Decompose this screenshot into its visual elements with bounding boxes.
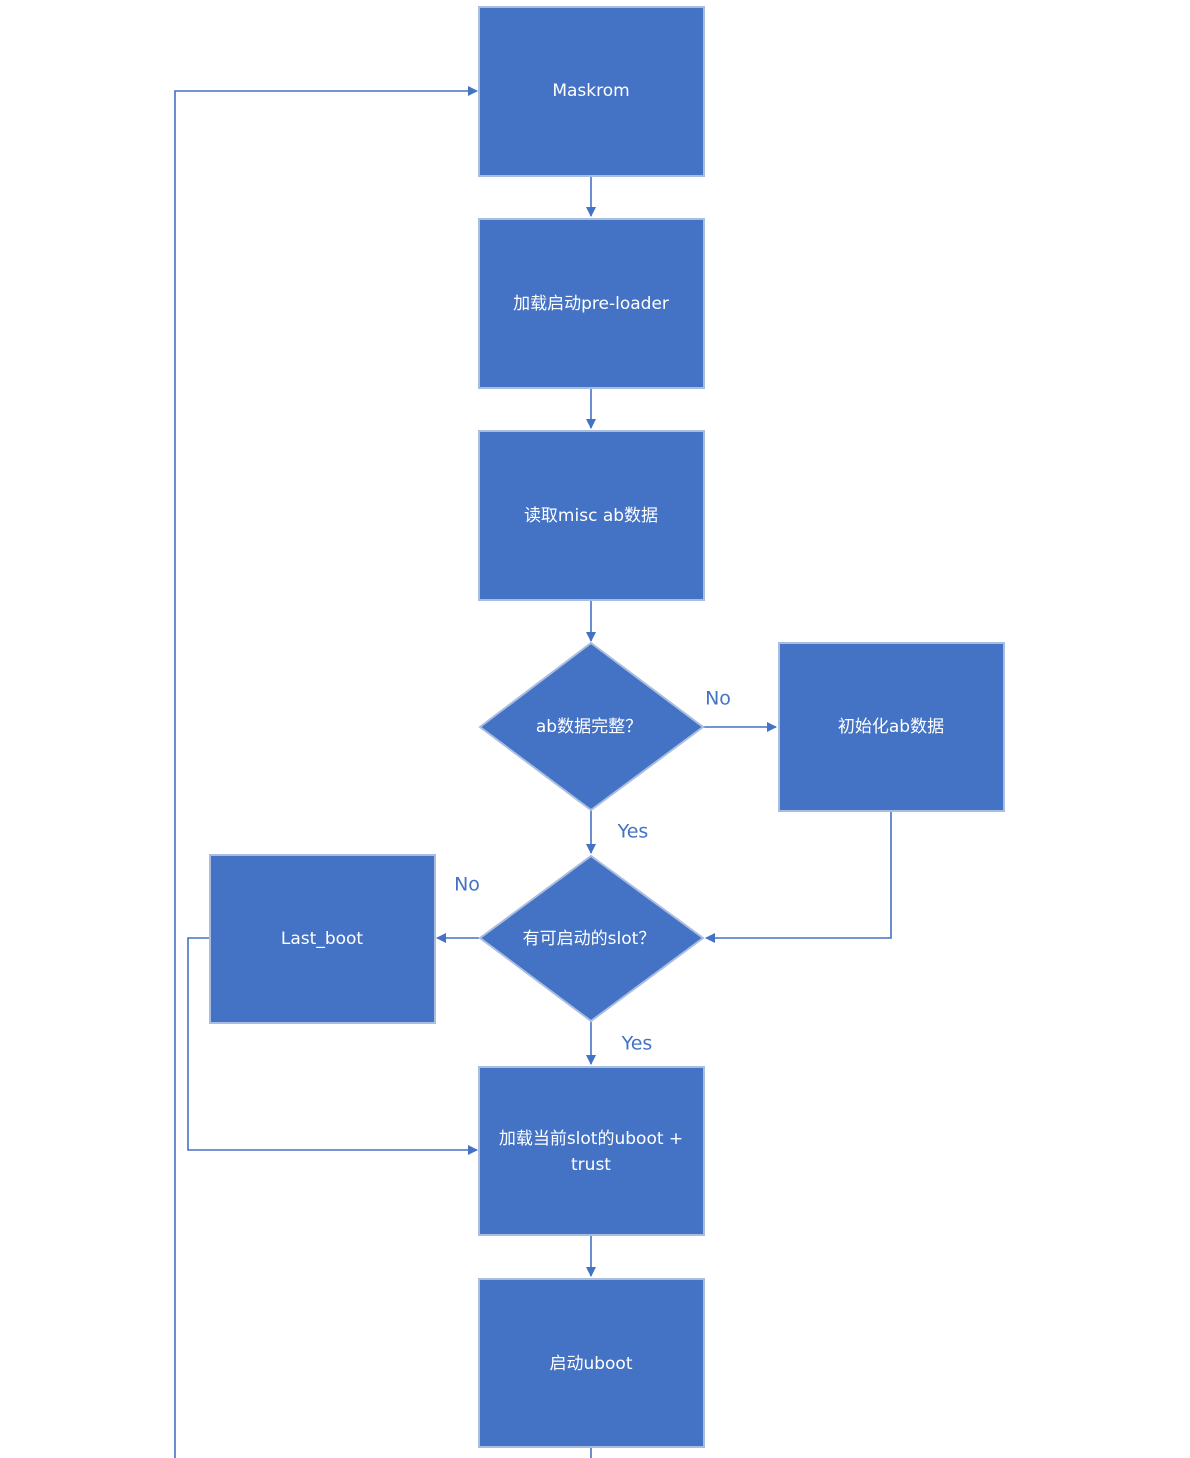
- node-load-preloader: 加载启动pre-loader: [478, 218, 705, 389]
- decision-ab-complete-label: ab数据完整？: [536, 717, 642, 737]
- node-maskrom: Maskrom: [478, 6, 705, 177]
- decision-bootable-slot-label: 有可启动的slot？: [523, 929, 656, 949]
- node-load-preloader-label: 加载启动pre-loader: [513, 294, 669, 314]
- edge-label-slot-yes: Yes: [621, 1033, 653, 1055]
- edge-label-ab-no: No: [705, 688, 731, 710]
- edge-labels: No Yes No Yes: [454, 688, 731, 1055]
- decision-bootable-slot: 有可启动的slot？: [478, 854, 705, 1023]
- node-start-uboot: 启动uboot: [478, 1278, 705, 1448]
- node-last-boot-label: Last_boot: [281, 929, 364, 949]
- connectors: [174, 86, 892, 1458]
- decision-ab-complete-shape: [478, 641, 705, 812]
- arrow-loop-back-to-maskrom: [174, 86, 478, 1458]
- node-start-uboot-label: 启动uboot: [549, 1354, 632, 1374]
- node-last-boot: Last_boot: [209, 854, 436, 1024]
- decision-ab-complete: ab数据完整？: [478, 641, 705, 812]
- node-load-uboot: 加载当前slot的uboot + trust: [478, 1066, 705, 1236]
- node-read-misc: 读取misc ab数据: [478, 430, 705, 601]
- node-maskrom-label: Maskrom: [552, 81, 629, 101]
- node-maskrom-shape: [478, 6, 705, 177]
- node-read-misc-shape: [478, 430, 705, 601]
- node-init-ab-shape: [778, 642, 1005, 812]
- node-load-preloader-shape: [478, 218, 705, 389]
- node-start-uboot-shape: [478, 1278, 705, 1448]
- arrow-last-boot-to-load-uboot: [187, 937, 478, 1155]
- edge-label-slot-no: No: [454, 874, 480, 896]
- arrow-init-to-slot-decision: [705, 811, 892, 943]
- edge-label-ab-yes: Yes: [617, 821, 649, 843]
- decision-bootable-slot-shape: [478, 854, 705, 1023]
- node-read-misc-label: 读取misc ab数据: [524, 506, 658, 526]
- node-load-uboot-label-line1: 加载当前slot的uboot +: [499, 1129, 683, 1149]
- node-last-boot-shape: [209, 854, 436, 1024]
- node-load-uboot-label-line2: trust: [571, 1155, 611, 1175]
- node-init-ab: 初始化ab数据: [778, 642, 1005, 812]
- node-init-ab-label: 初始化ab数据: [838, 717, 944, 737]
- node-load-uboot-shape: [478, 1066, 705, 1236]
